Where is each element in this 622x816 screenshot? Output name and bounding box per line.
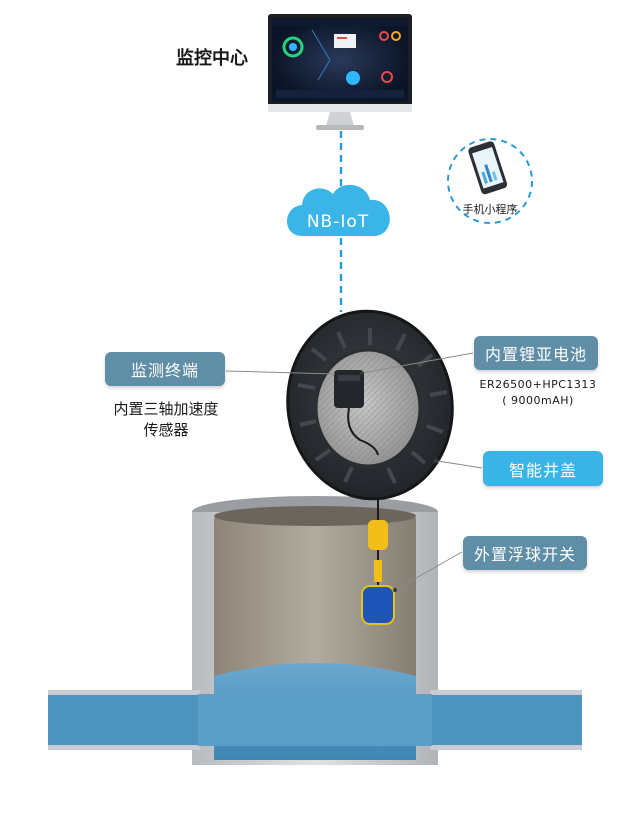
- cover-label: 智能井盖: [483, 451, 603, 486]
- battery-spec-line2: ( 9000mAH): [502, 394, 574, 407]
- battery-label: 内置锂亚电池: [474, 336, 598, 370]
- leader-dots: [360, 371, 438, 592]
- monitor-center-label: 监控中心: [176, 48, 248, 69]
- monitor-icon: [268, 14, 412, 130]
- cloud-icon: [287, 184, 390, 236]
- water-pipe: [48, 690, 582, 750]
- terminal-label: 监测终端: [105, 352, 225, 386]
- terminal-sublabel-line2: 传感器: [143, 421, 189, 439]
- float-switch-label: 外置浮球开关: [463, 536, 587, 570]
- terminal-sublabel-line1: 内置三轴加速度: [113, 400, 219, 418]
- smartphone-icon: [447, 138, 533, 224]
- mobile-app-label: 手机小程序: [462, 203, 518, 216]
- leader-lines: [225, 352, 483, 591]
- battery-spec-line1: ER26500+HPC1313: [479, 378, 597, 391]
- manhole-cover: [286, 309, 454, 501]
- cloud-network-label: NB-IoT: [306, 212, 370, 232]
